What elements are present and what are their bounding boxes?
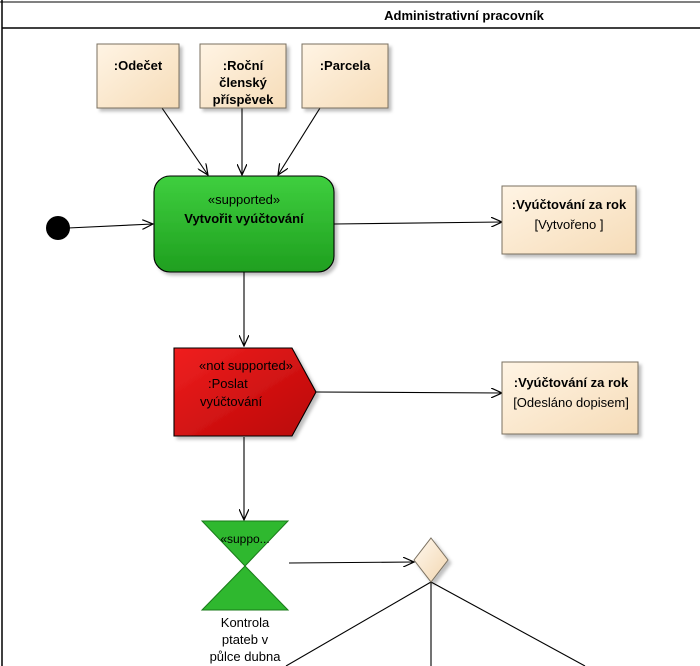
object-node-vyuctovani-odeslano[interactable]: :Vyúčtování za rok [Odesláno dopisem] xyxy=(501,361,639,435)
time-event-label-line-2: ptateb v xyxy=(222,632,269,647)
action-stereotype: «supported» xyxy=(208,192,280,207)
time-event-stereotype: «suppo... xyxy=(220,532,269,546)
object-node-label-line-2: členský xyxy=(219,75,267,90)
object-node-label-line-3: příspěvek xyxy=(213,92,274,107)
flow-decision-left xyxy=(285,581,432,666)
object-node-name: :Vyúčtování za rok xyxy=(514,375,629,390)
connectors xyxy=(67,107,586,666)
object-node-parcela[interactable]: :Parcela xyxy=(301,43,389,109)
object-node-state: [Vytvořeno ] xyxy=(535,217,604,232)
decision-node[interactable] xyxy=(413,537,449,583)
hourglass-top-triangle xyxy=(200,520,290,567)
flow-time-event-to-decision xyxy=(288,562,414,563)
action-name-line-1: :Poslat xyxy=(208,376,248,391)
object-node-state: [Odesláno dopisem] xyxy=(513,395,629,410)
swimlane-title: Administrativní pracovník xyxy=(384,8,544,23)
object-node-box xyxy=(501,185,637,255)
object-node-name: :Vyúčtování za rok xyxy=(512,197,627,212)
object-node-vyuctovani-vytvoreno[interactable]: :Vyúčtování za rok [Vytvořeno ] xyxy=(501,185,637,255)
hourglass-bottom-triangle xyxy=(200,565,290,611)
action-stereotype: «not supported» xyxy=(199,358,293,373)
flow-poslat-to-vyuctovani2 xyxy=(315,392,502,393)
flow-decision-right xyxy=(430,581,586,666)
send-signal-shape xyxy=(173,347,317,437)
flow-parcela-to-vytvorit xyxy=(278,107,321,175)
object-node-label-line-1: :Roční xyxy=(223,58,264,73)
object-node-label: :Parcela xyxy=(320,58,371,73)
flow-vytvorit-to-vyuctovani1 xyxy=(333,222,502,224)
object-node-box xyxy=(301,43,389,109)
initial-node[interactable] xyxy=(46,216,70,240)
object-node-box xyxy=(96,43,180,109)
action-name-line-2: vyúčtování xyxy=(200,394,263,409)
object-node-label: :Odečet xyxy=(114,58,163,73)
flow-odecet-to-vytvorit xyxy=(161,107,208,175)
flow-initial-to-vytvorit xyxy=(67,224,153,228)
action-name: Vytvořit vyúčtování xyxy=(184,211,304,226)
action-box xyxy=(153,175,335,273)
object-node-rocni-clensky-prispevek[interactable]: :Roční členský příspěvek xyxy=(199,43,287,109)
object-node-odecet[interactable]: :Odečet xyxy=(96,43,180,109)
accept-time-event[interactable]: «suppo... Kontrola ptateb v půlce dubna xyxy=(200,520,290,664)
action-vytvorit-vyuctovani[interactable]: «supported» Vytvořit vyúčtování xyxy=(153,175,335,273)
object-node-box xyxy=(199,43,287,109)
time-event-label-line-3: půlce dubna xyxy=(210,649,282,664)
object-node-box xyxy=(501,361,639,435)
time-event-label-line-1: Kontrola xyxy=(221,615,270,630)
send-signal-action-poslat-vyuctovani[interactable]: «not supported» :Poslat vyúčtování xyxy=(173,347,317,437)
